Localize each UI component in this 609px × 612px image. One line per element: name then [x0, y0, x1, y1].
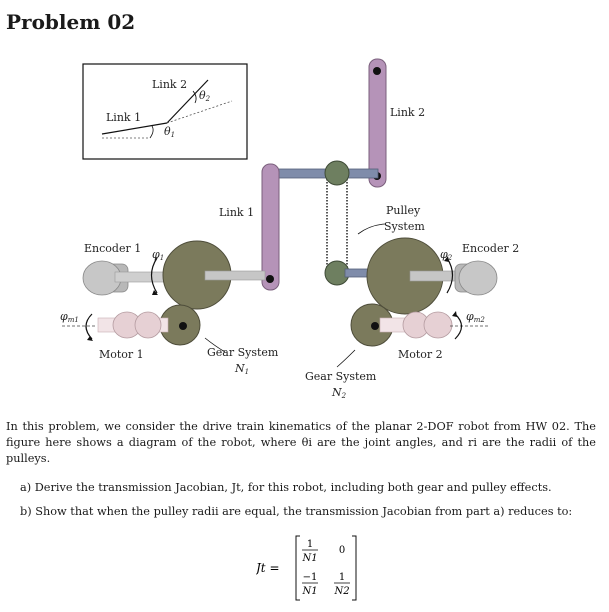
label-phi2: φ2: [440, 248, 453, 262]
label-phim1: φm1: [60, 310, 79, 324]
a21-denominator: N1: [301, 586, 317, 597]
label-encoder1: Encoder 1: [84, 242, 141, 255]
a11-denominator: N1: [301, 553, 317, 564]
label-phim2: φm2: [466, 310, 485, 324]
a22-denominator: N2: [333, 586, 349, 597]
inset-link1-label: Link 1: [106, 111, 141, 124]
link1-bar: [261, 163, 280, 291]
problem-intro-paragraph: In this problem, we consider the drive t…: [6, 420, 596, 465]
question-b: b) Show that when the pulley radii are e…: [20, 505, 573, 518]
label-pulley-line2: System: [384, 220, 425, 233]
label-phi1: φ1: [152, 248, 164, 262]
connecting-shaft: [267, 168, 379, 179]
label-gear2-line2: N2: [331, 386, 347, 400]
inset-theta1-label: θ1: [164, 125, 175, 139]
label-motor1: Motor 1: [99, 348, 144, 361]
right-drivetrain: [350, 237, 498, 347]
inset-theta2-label: θ2: [199, 89, 211, 103]
question-a: a) Derive the transmission Jacobian, Jt,…: [20, 481, 552, 494]
a21-numerator: −1: [303, 572, 318, 583]
link2-bar: [368, 58, 387, 188]
label-pulley-line1: Pulley: [386, 204, 421, 217]
inset-link2-label: Link 2: [152, 78, 187, 91]
transmission-jacobian-equation: Jt = 1 N1 0 −1 N1 1 N2: [256, 535, 357, 601]
label-gear1-line2: N1: [234, 362, 249, 376]
label-gear1-line1: Gear System: [207, 346, 279, 359]
label-link2: Link 2: [390, 106, 425, 119]
label-motor2: Motor 2: [398, 348, 443, 361]
a12-value: 0: [339, 545, 345, 556]
label-gear2-line1: Gear System: [305, 370, 377, 383]
page-title: Problem 02: [6, 10, 136, 34]
robot-drive-train-figure: Link 2 Link 1 θ2 θ1: [60, 58, 519, 400]
label-encoder2: Encoder 2: [462, 242, 519, 255]
a11-numerator: 1: [307, 539, 313, 550]
a22-numerator: 1: [339, 572, 345, 583]
left-drivetrain: [62, 240, 266, 346]
joint-angle-inset: Link 2 Link 1 θ2 θ1: [82, 63, 248, 160]
equation-lhs: Jt =: [256, 561, 280, 575]
label-link1: Link 1: [219, 206, 254, 219]
